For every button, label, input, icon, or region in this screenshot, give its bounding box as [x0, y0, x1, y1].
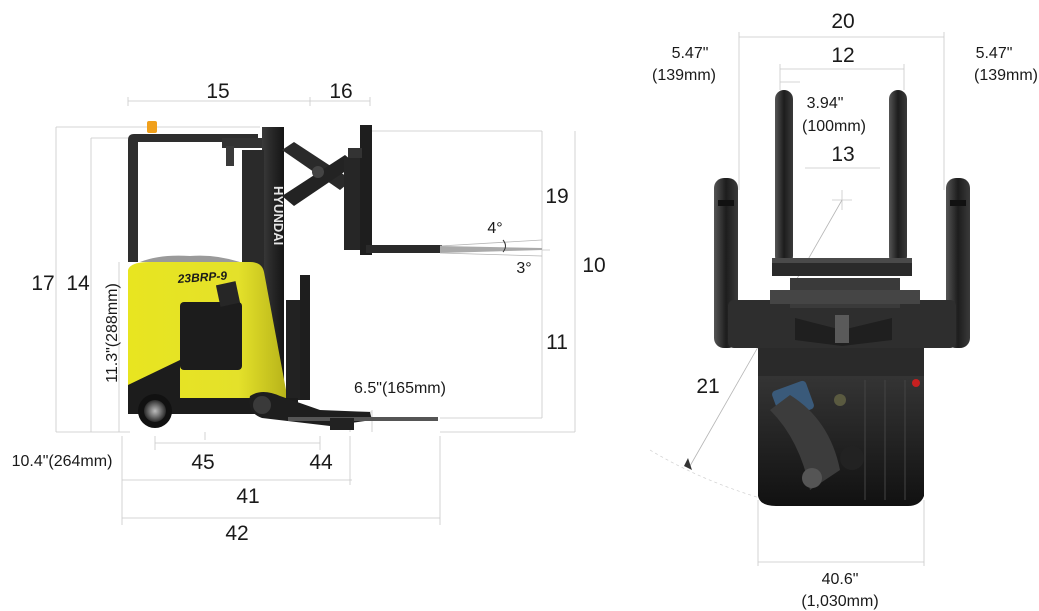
indicator-light — [912, 379, 920, 387]
top-forks — [772, 90, 912, 276]
side-view-drawing: HYUNDAI 23BRP-9 — [12, 80, 606, 545]
fork-width-mm-label: (100mm) — [802, 118, 866, 135]
dim-12-label: 12 — [831, 44, 854, 67]
dim-10-label: 10 — [582, 254, 605, 277]
truck-body: 23BRP-9 — [128, 255, 298, 414]
dim-6-5-label: 6.5"(165mm) — [354, 380, 446, 397]
dim-11-label: 11 — [546, 331, 568, 354]
dim-21-label: 21 — [696, 375, 719, 398]
brand-label: HYUNDAI — [271, 186, 286, 245]
dim-14-label: 14 — [66, 272, 90, 295]
dim-42-label: 42 — [225, 522, 248, 545]
forks — [366, 239, 543, 257]
undercarriage — [138, 392, 438, 430]
right-offset-label: 5.47" — [976, 45, 1013, 62]
dim-15-label: 15 — [206, 80, 229, 103]
dim-13-label: 13 — [831, 143, 854, 166]
left-offset-mm-label: (139mm) — [652, 67, 716, 84]
dim-16-label: 16 — [329, 80, 352, 103]
overall-width-label: 40.6" — [822, 571, 859, 588]
top-view-drawing: 20 12 5.47" (139mm) 5.47" (139mm) 3.94" … — [649, 10, 1038, 610]
top-truck-body — [758, 348, 924, 506]
fork-width-label: 3.94" — [807, 95, 844, 112]
dim-19-label: 19 — [545, 185, 568, 208]
dim-20-label: 20 — [831, 10, 854, 33]
overall-width-mm-label: (1,030mm) — [801, 593, 878, 610]
dim-45-label: 45 — [191, 451, 214, 474]
top-mast-carriage — [728, 278, 956, 348]
dim-10-4-label: 10.4"(264mm) — [12, 453, 113, 470]
left-offset-label: 5.47" — [672, 45, 709, 62]
model-label: 23BRP-9 — [176, 269, 228, 287]
tilt-forward-label: 4° — [487, 220, 502, 237]
dim-17-label: 17 — [31, 272, 54, 295]
dim-41-label: 41 — [236, 485, 259, 508]
pantograph-reach — [282, 125, 372, 255]
right-offset-mm-label: (139mm) — [974, 67, 1038, 84]
side-dimension-lines — [55, 97, 576, 525]
warning-light — [147, 121, 157, 133]
dim-11-3-label: 11.3"(288mm) — [104, 283, 121, 383]
overhead-guard — [128, 121, 262, 262]
dim-44-label: 44 — [309, 451, 333, 474]
tilt-back-label: 3° — [516, 260, 531, 277]
